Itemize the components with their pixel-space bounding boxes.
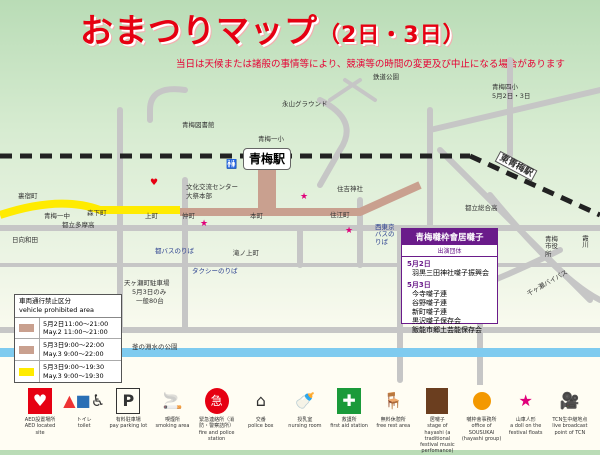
map-label: 青梅市役所 [545, 235, 558, 258]
map-label: 5月2日・3日 [492, 92, 531, 100]
toilet-icon: ▲■♿ [63, 391, 106, 410]
police-box-icon: ⌂ [255, 391, 266, 410]
map-label: 一般80台 [136, 297, 164, 305]
railway [468, 153, 600, 218]
map-label: 釜の淵水の公園 [132, 343, 178, 351]
rest-area-icon: 🪑 [383, 391, 404, 410]
river [0, 348, 600, 357]
map-label: 鉄道公園 [373, 73, 399, 81]
sousukai-office-icon [462, 388, 502, 414]
ome-station-label: 青梅駅 [243, 148, 291, 170]
map-label: 永山グラウンド [282, 100, 328, 108]
map-label: 霞川 [580, 235, 589, 248]
bus-stop-label: 西東京バスのりば [375, 223, 395, 246]
toilet-icon: 🚻 [226, 160, 238, 170]
doll-star-icon: ★ [200, 219, 209, 229]
map-label: 本町 [250, 212, 263, 220]
camera-icon: 🎥 [559, 391, 580, 410]
aed-icon: ♥ [150, 178, 159, 188]
page-title: おまつりマップ（2日・3日） [80, 11, 466, 50]
legend-emergency: 急緊急連絡所（消防・警察詰所）fire and police station [197, 388, 237, 455]
map-label: 仲町 [182, 212, 195, 220]
notice-text: 当日は天候または諸般の事情等により、競演等の時間の変更及び中止になる場合がありま… [176, 59, 565, 70]
station-approach [258, 170, 276, 215]
map-label: 青梅図書館 [182, 121, 215, 129]
doll-star-icon: ★ [518, 391, 533, 410]
doll-star-icon: ★ [300, 192, 309, 202]
map-label: 裏宿町 [18, 192, 38, 200]
aed-icon: ♥ [28, 388, 52, 414]
map-label: 住吉神社 [337, 185, 363, 193]
bus-stop-label: 都バスのりば [155, 247, 194, 255]
hayashi-stage-icon [426, 388, 449, 414]
legend-swatch [19, 367, 34, 376]
legend-swatch [19, 323, 34, 332]
parking-icon: P [116, 388, 141, 414]
performers-box: 青梅囃枠會居囃子 出演団体 5月2日 羽黒三田神社囃子振興会 5月3日 今寺囃子… [401, 228, 498, 334]
legend-title-en: vehicle prohibited area [19, 305, 94, 314]
map-label: 青梅四小 [492, 83, 518, 91]
yellow-restricted-road [0, 199, 180, 219]
map-label: 森下町 [87, 209, 107, 217]
emergency-icon: 急 [204, 388, 229, 414]
legend-swatch [19, 345, 34, 354]
smoking-icon: 🚬 [162, 391, 183, 410]
map-label: 上町 [145, 212, 158, 220]
first-aid-icon: ✚ [337, 388, 362, 414]
map-label: 5月3日のみ [132, 288, 167, 296]
doll-star-icon: ★ [345, 226, 354, 236]
map-label: 都立総合高 [465, 204, 498, 212]
map-roads [0, 57, 600, 385]
legend-title-ja: 車両通行禁止区分 [19, 297, 71, 305]
nursing-room-icon: 🍼 [294, 391, 315, 410]
taxi-stand-label: タクシーのりば [192, 267, 238, 275]
restricted-road [180, 181, 422, 216]
map-label: 住江町 [330, 211, 350, 219]
map-label: 日向和田 [12, 236, 38, 244]
map-label: 青梅一小 [258, 135, 284, 143]
map-label: 滝ノ上町 [233, 249, 259, 257]
map-label: 都立多摩高 [62, 221, 95, 229]
map-label: 天ヶ瀬町駐車場 [124, 279, 170, 287]
map-label: 青梅一中 [44, 212, 70, 220]
map-label: 大祭本部 [186, 192, 212, 200]
map-label: 文化交流センター [186, 183, 238, 191]
